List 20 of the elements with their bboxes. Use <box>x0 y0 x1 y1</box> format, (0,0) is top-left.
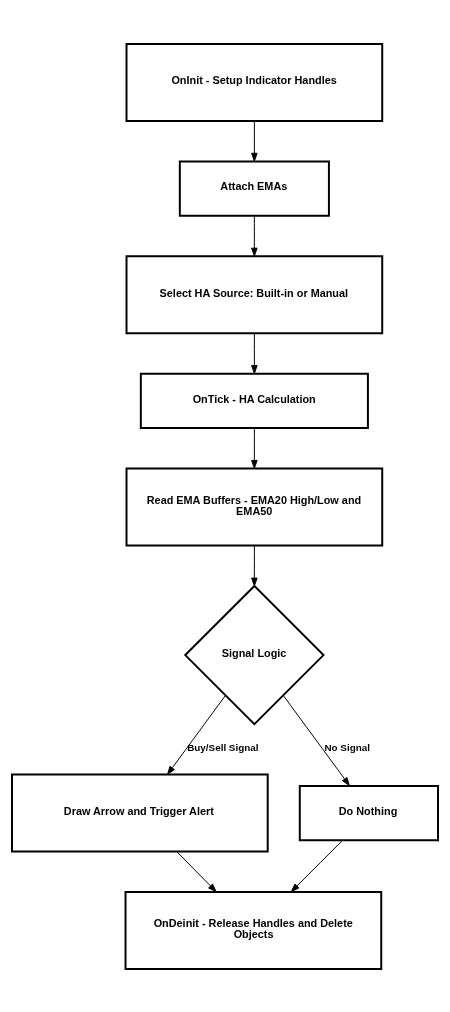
arrow <box>167 694 226 775</box>
node-box: Select HA Source: Built-in or Manual <box>125 254 384 334</box>
node-box: OnDeinit - Release Handles and Delete Objects <box>124 890 383 970</box>
arrow <box>290 839 344 892</box>
arrow <box>251 214 258 257</box>
node-box: OnTick - HA Calculation <box>139 372 369 429</box>
arrow <box>251 427 258 469</box>
edge-label: No Signal <box>324 741 370 753</box>
arrow <box>251 544 258 586</box>
node-box: Do Nothing <box>298 784 439 841</box>
node-box: Attach EMAs <box>178 159 330 217</box>
node-box: OnInit - Setup Indicator Handles <box>125 42 384 122</box>
arrow <box>282 694 350 786</box>
arrow <box>251 120 258 162</box>
arrow <box>251 332 258 374</box>
node-box: Draw Arrow and Trigger Alert <box>11 773 269 853</box>
node-box: Read EMA Buffers - EMA20 High/Low and EMA50 <box>125 467 384 546</box>
node-diamond: Signal Logic <box>183 584 325 726</box>
edge-label: Buy/Sell Signal <box>187 741 259 753</box>
arrow <box>176 850 217 892</box>
